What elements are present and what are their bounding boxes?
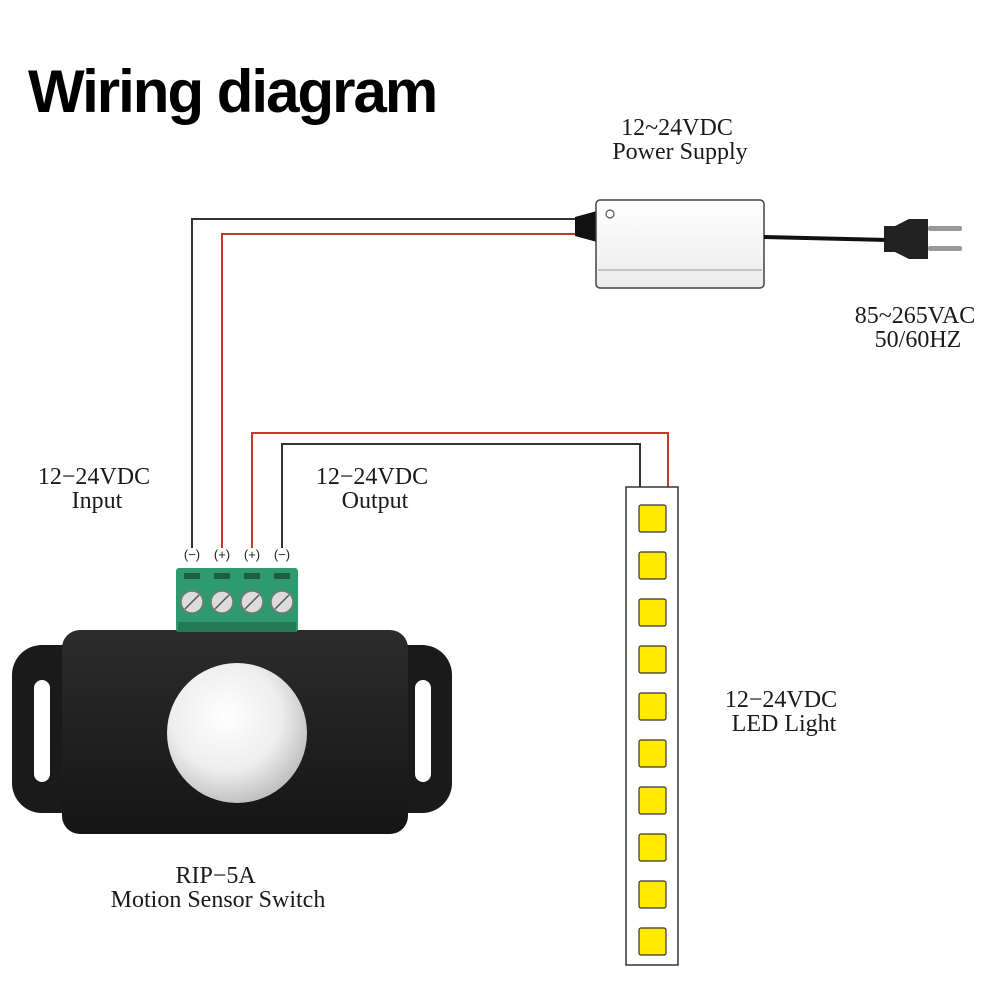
led-chip (638, 739, 667, 768)
led-chip (638, 880, 667, 909)
led-chip (638, 645, 667, 674)
sensor-label: RIP−5A Motion Sensor Switch (111, 863, 326, 913)
psu-indicator-led (605, 209, 615, 219)
input-label: 12−24VDC Input (38, 464, 156, 514)
terminal-label-output-negative: (−) (274, 547, 290, 562)
power-supply (575, 199, 962, 289)
psu-body (595, 199, 765, 289)
diagram-title: Wiring diagram (28, 58, 436, 125)
pir-dome (167, 663, 307, 803)
input-positive-wire (221, 233, 575, 548)
led-chip (638, 551, 667, 580)
terminal-pin-slots (184, 573, 290, 579)
output-label: 12−24VDC Output (316, 464, 434, 514)
motion-sensor-switch (12, 568, 452, 834)
left-mount-slot (34, 680, 50, 782)
output-wires (251, 432, 669, 548)
output-negative-wire (281, 443, 641, 548)
led-chip (638, 504, 667, 533)
mains-label: 85~265VAC 50/60HZ (855, 303, 982, 353)
input-negative-wire (191, 218, 575, 548)
led-label: 12−24VDC LED Light (725, 687, 843, 737)
terminal-labels: (−) (+) (+) (−) (184, 547, 290, 562)
led-chip (638, 927, 667, 956)
led-chips (638, 504, 667, 956)
output-positive-wire (251, 432, 669, 548)
right-mount-slot (415, 680, 431, 782)
terminal-label-input-positive: (+) (214, 547, 230, 562)
terminal-label-input-negative: (−) (184, 547, 200, 562)
terminal-block (176, 568, 298, 632)
led-chip (638, 692, 667, 721)
terminal-block-base (178, 622, 296, 632)
terminal-label-output-positive: (+) (244, 547, 260, 562)
psu-connector (575, 211, 597, 242)
terminal-screws (180, 590, 294, 614)
eu-plug-icon (884, 219, 962, 259)
led-chip (638, 598, 667, 627)
led-chip (638, 833, 667, 862)
input-wires (191, 218, 575, 548)
led-chip (638, 786, 667, 815)
power-supply-label: 12~24VDC Power Supply (612, 115, 747, 165)
led-strip (625, 486, 679, 966)
mains-cable (763, 235, 889, 242)
